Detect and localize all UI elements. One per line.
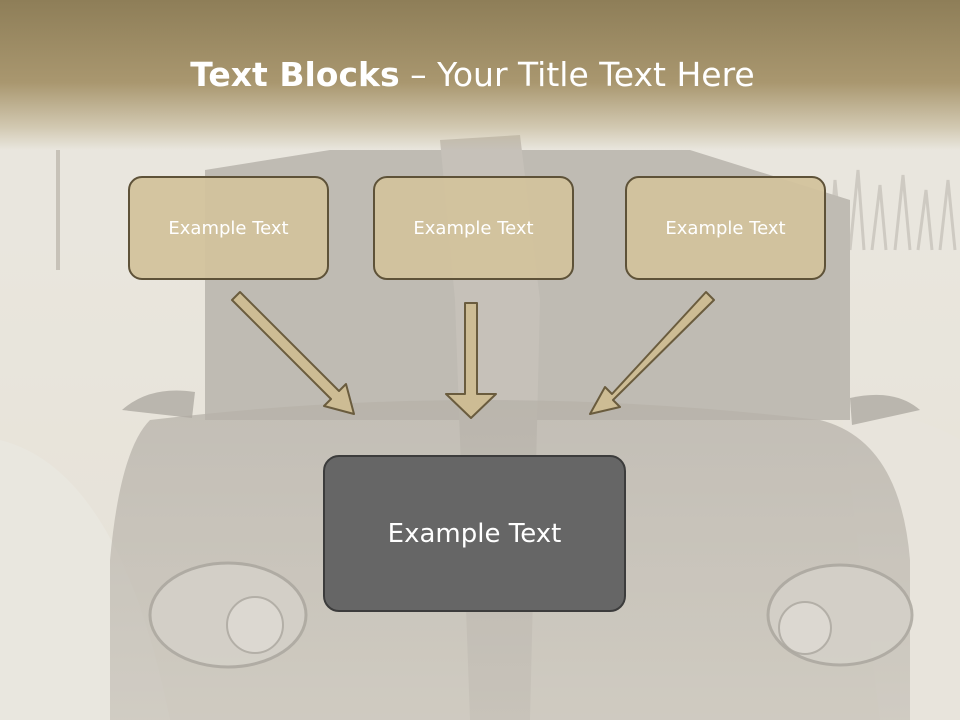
text-block-center[interactable]: Example Text [373, 176, 574, 280]
text-block-main-label: Example Text [387, 518, 562, 549]
text-block-left-label: Example Text [168, 217, 289, 239]
text-block-center-label: Example Text [413, 217, 534, 239]
title-band [0, 0, 960, 150]
text-block-right[interactable]: Example Text [625, 176, 826, 280]
slide-title-bold: Text Blocks [190, 55, 400, 94]
text-block-main[interactable]: Example Text [323, 455, 626, 612]
text-block-right-label: Example Text [665, 217, 786, 239]
slide-title: Text Blocks – Your Title Text Here [0, 52, 945, 98]
text-block-left[interactable]: Example Text [128, 176, 329, 280]
slide-title-rest: – Your Title Text Here [399, 55, 755, 94]
